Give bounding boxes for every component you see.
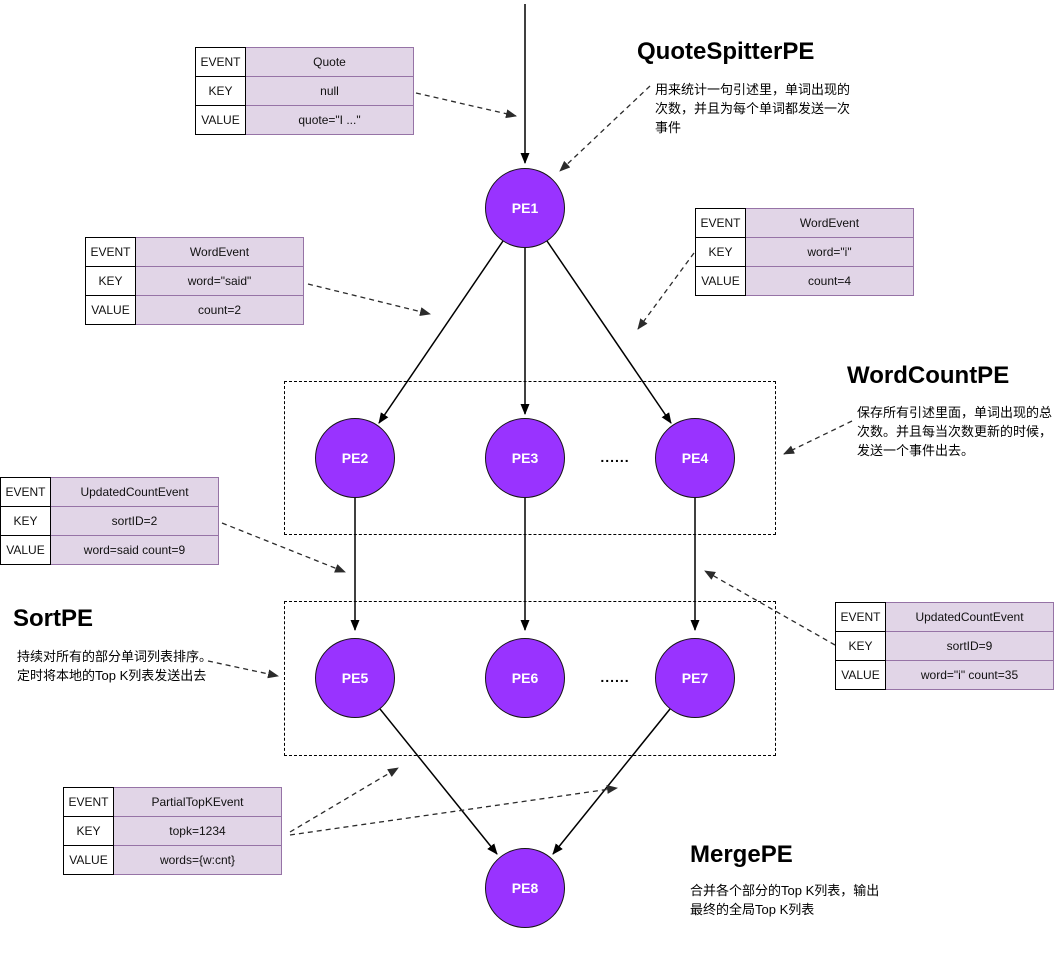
title-wordcountpe: WordCountPE [847, 362, 1010, 389]
desc-line: 合并各个部分的Top K列表，输出 [690, 883, 880, 898]
cell-label: KEY [835, 631, 886, 661]
ellipsis-sort: ...... [600, 669, 630, 685]
ellipsis-wordcount: ...... [600, 449, 630, 465]
node-pe6-label: PE6 [511, 670, 539, 686]
desc-line: 发送一个事件出去。 [857, 443, 975, 458]
node-pe1: PE1 [485, 168, 565, 248]
edge-pe1-pe2 [378, 240, 504, 424]
cell-label: VALUE [195, 105, 246, 135]
cell-value: count=2 [135, 295, 304, 325]
cell-value: quote="I ..." [245, 105, 414, 135]
cell-label: EVENT [195, 47, 246, 77]
cell-label: EVENT [63, 787, 114, 817]
node-pe2: PE2 [315, 418, 395, 498]
desc-line: 定时将本地的Top K列表发送出去 [17, 668, 207, 683]
cell-value: word="i" [745, 237, 914, 267]
desc-quotespitterpe: 用来统计一句引述里，单词出现的 次数，并且为每个单词都发送一次 事件 [655, 80, 850, 137]
table-updated-count-said: EVENT UpdatedCountEvent KEY sortID=2 VAL… [0, 477, 219, 565]
node-pe3: PE3 [485, 418, 565, 498]
cell-label: EVENT [695, 208, 746, 238]
table-word-event-said: EVENT WordEvent KEY word="said" VALUE co… [85, 237, 304, 325]
sort-group-box [284, 601, 776, 756]
cell-value: WordEvent [745, 208, 914, 238]
pointer-wordcount-desc [783, 420, 853, 455]
desc-line: 持续对所有的部分单词列表排序。 [17, 649, 213, 664]
cell-value: count=4 [745, 266, 914, 296]
cell-label: KEY [0, 506, 51, 536]
node-pe2-label: PE2 [341, 450, 369, 466]
title-sortpe: SortPE [13, 605, 94, 632]
pointer-wordevent-said [307, 283, 431, 316]
cell-label: EVENT [85, 237, 136, 267]
table-quote-event: EVENT Quote KEY null VALUE quote="I ..." [195, 47, 414, 135]
cell-label: VALUE [835, 660, 886, 690]
cell-value: Quote [245, 47, 414, 77]
node-pe6: PE6 [485, 638, 565, 718]
annotation-arrows [207, 85, 853, 836]
desc-line: 次数。并且每当次数更新的时候， [857, 424, 1053, 439]
node-pe3-label: PE3 [511, 450, 539, 466]
pointer-quotespitter-desc [559, 85, 651, 172]
pointer-partialtopk-left [289, 767, 399, 833]
edge-pe1-pe4 [546, 240, 672, 424]
cell-label: EVENT [835, 602, 886, 632]
cell-value: sortID=2 [50, 506, 219, 536]
node-pe4-label: PE4 [681, 450, 709, 466]
table-updated-count-i: EVENT UpdatedCountEvent KEY sortID=9 VAL… [835, 602, 1054, 690]
pointer-wordevent-i [637, 252, 695, 330]
cell-value: PartialTopKEvent [113, 787, 282, 817]
desc-wordcountpe: 保存所有引述里面，单词出现的总 次数。并且每当次数更新的时候， 发送一个事件出去… [857, 403, 1052, 460]
node-pe8-label: PE8 [511, 880, 539, 896]
cell-value: word="said" [135, 266, 304, 296]
title-mergepe: MergePE [690, 841, 793, 868]
cell-label: KEY [695, 237, 746, 267]
cell-label: VALUE [0, 535, 51, 565]
desc-line: 最终的全局Top K列表 [690, 902, 815, 917]
flow-arrows [350, 4, 700, 855]
desc-sortpe: 持续对所有的部分单词列表排序。 定时将本地的Top K列表发送出去 [17, 647, 212, 685]
cell-value: word=said count=9 [50, 535, 219, 565]
desc-line: 用来统计一句引述里，单词出现的 [655, 82, 851, 97]
desc-line: 次数，并且为每个单词都发送一次 [655, 101, 851, 116]
desc-line: 保存所有引述里面，单词出现的总 [857, 405, 1053, 420]
node-pe7-label: PE7 [681, 670, 709, 686]
node-pe8: PE8 [485, 848, 565, 928]
cell-value: UpdatedCountEvent [50, 477, 219, 507]
cell-label: KEY [63, 816, 114, 846]
desc-line: 事件 [655, 120, 682, 135]
cell-value: word="i" count=35 [885, 660, 1054, 690]
cell-label: VALUE [695, 266, 746, 296]
pointer-quote-table [415, 92, 517, 119]
pointer-updatedcount-i [704, 570, 836, 646]
cell-value: topk=1234 [113, 816, 282, 846]
cell-label: KEY [195, 76, 246, 106]
wordcount-group-box [284, 381, 776, 535]
title-quotespitterpe: QuoteSpitterPE [637, 38, 815, 65]
pointer-updatedcount-said [221, 522, 346, 573]
node-pe5: PE5 [315, 638, 395, 718]
cell-value: null [245, 76, 414, 106]
pointer-sortpe-desc [207, 660, 279, 679]
table-partial-topk: EVENT PartialTopKEvent KEY topk=1234 VAL… [63, 787, 282, 875]
edge-pe7-pe8 [552, 708, 671, 855]
node-pe1-label: PE1 [511, 200, 539, 216]
cell-label: VALUE [63, 845, 114, 875]
desc-mergepe: 合并各个部分的Top K列表，输出 最终的全局Top K列表 [690, 881, 879, 919]
cell-label: KEY [85, 266, 136, 296]
pointer-partialtopk-right [289, 784, 618, 836]
node-pe7: PE7 [655, 638, 735, 718]
cell-label: EVENT [0, 477, 51, 507]
table-word-event-i: EVENT WordEvent KEY word="i" VALUE count… [695, 208, 914, 296]
node-pe5-label: PE5 [341, 670, 369, 686]
cell-value: UpdatedCountEvent [885, 602, 1054, 632]
cell-value: sortID=9 [885, 631, 1054, 661]
node-pe4: PE4 [655, 418, 735, 498]
edge-pe5-pe8 [379, 708, 498, 855]
cell-label: VALUE [85, 295, 136, 325]
cell-value: WordEvent [135, 237, 304, 267]
cell-value: words={w:cnt} [113, 845, 282, 875]
